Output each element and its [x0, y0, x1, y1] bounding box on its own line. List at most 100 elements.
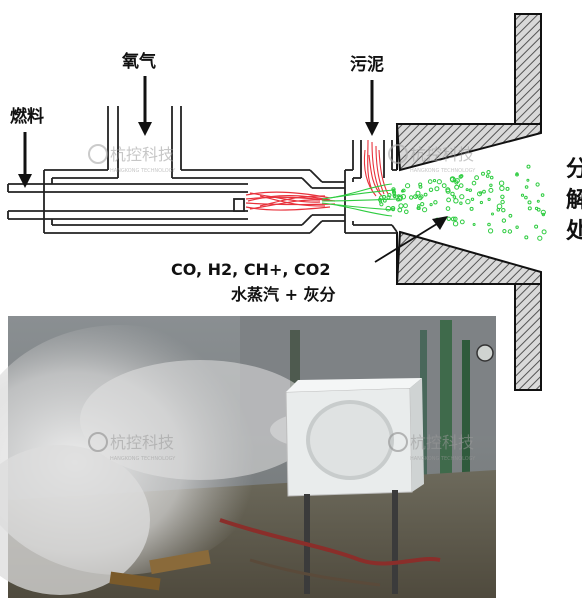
spray-droplet	[454, 180, 459, 185]
spray-droplet	[404, 209, 409, 215]
watermark-photo-right: 杭控科技 HANGKONG TECHNOLOGY	[388, 432, 476, 462]
spray-droplet	[390, 206, 396, 211]
spray-droplet	[458, 183, 464, 188]
spray-droplet	[450, 191, 455, 197]
spray-droplet	[465, 198, 471, 205]
spray-droplet	[500, 199, 505, 205]
sludge-label: 污泥	[350, 54, 384, 75]
spray-droplet	[453, 198, 459, 204]
spray-droplet	[501, 208, 506, 213]
spray-droplet	[420, 202, 425, 207]
spray-droplet	[458, 174, 463, 179]
spray-droplet	[465, 188, 469, 192]
burner-test-photo: 杭控科技 HANGKONG TECHNOLOGY 杭控科技 HANGKONG T…	[0, 316, 496, 598]
spray-droplet	[453, 216, 458, 222]
spray-droplet	[446, 216, 451, 222]
watermark-sub-2: HANGKONG TECHNOLOGY	[410, 168, 476, 174]
spray-droplet	[541, 229, 547, 235]
fuel-pipe	[7, 183, 248, 220]
spray-droplet	[487, 222, 491, 227]
cutoff-char-3: 处	[565, 218, 582, 244]
spray-droplet	[515, 225, 519, 229]
spray-droplet	[433, 200, 438, 205]
spray-droplet	[454, 184, 460, 190]
spray-droplet	[427, 179, 433, 184]
spray-droplet	[485, 174, 490, 178]
spray-droplet	[508, 213, 513, 218]
spray-droplet	[459, 201, 463, 205]
spray-droplet	[409, 195, 414, 200]
spray-droplet	[471, 180, 477, 186]
watermark-sub-3: HANGKONG TECHNOLOGY	[110, 456, 176, 462]
spray-droplet	[534, 206, 539, 211]
watermark-top-right: 杭控科技 HANGKONG TECHNOLOGY	[388, 144, 476, 174]
spray-droplet	[502, 229, 507, 234]
spray-lines	[321, 183, 399, 217]
spray-droplet	[526, 178, 530, 182]
spray-droplet	[505, 186, 510, 191]
spray-droplet	[537, 235, 543, 241]
spray-droplet	[540, 193, 545, 197]
watermark-photo-left: 杭控科技 HANGKONG TECHNOLOGY	[88, 432, 176, 462]
spray-droplet	[520, 193, 525, 197]
watermark-brand-3: 杭控科技	[110, 433, 174, 452]
fuel-label: 燃料	[10, 106, 44, 127]
spray-droplet	[489, 175, 494, 180]
spray-droplet	[515, 172, 519, 177]
spray-droplet	[450, 216, 456, 222]
spray-droplet	[527, 200, 532, 205]
spray-droplet	[415, 190, 421, 196]
spray-droplet	[488, 187, 494, 193]
spray-droplet	[434, 186, 440, 192]
spray-droplet	[452, 221, 459, 227]
spray-droplet	[385, 205, 392, 212]
spray-droplet	[479, 200, 483, 205]
spray-droplet	[524, 185, 529, 189]
spray-droplet	[429, 203, 433, 207]
watermark-brand: 杭控科技	[110, 145, 174, 164]
spray-droplet	[500, 194, 505, 200]
spray-droplet	[536, 199, 540, 203]
furnace-wall	[395, 13, 542, 391]
watermark-sub-4: HANGKONG TECHNOLOGY	[410, 456, 476, 462]
spray-droplet	[491, 212, 494, 216]
spray-droplet	[452, 195, 457, 199]
spray-droplet	[392, 188, 396, 193]
spray-droplet	[401, 188, 406, 193]
spray-droplet	[481, 171, 485, 176]
spray-droplet	[386, 195, 391, 200]
spray-droplet	[501, 218, 507, 223]
spray-droplet	[441, 183, 447, 189]
spray-droplet	[535, 182, 540, 187]
spray-droplet	[446, 197, 452, 203]
spray-droplet	[392, 191, 396, 196]
oxygen-jacket	[43, 106, 345, 234]
oxygen-arrow	[138, 76, 152, 136]
spray-droplet	[468, 188, 472, 192]
spray-droplet	[469, 206, 474, 211]
flame	[245, 191, 336, 211]
spray-droplet	[428, 187, 434, 193]
spray-droplet	[445, 188, 451, 194]
spray-droplet	[397, 207, 403, 213]
spray-droplet	[524, 195, 528, 200]
spray-droplet	[489, 183, 493, 188]
spray-droplet	[479, 191, 483, 195]
sludge-streams	[363, 139, 389, 197]
spray-droplet	[459, 219, 465, 225]
spray-droplets	[377, 164, 547, 241]
spray-droplet	[496, 203, 503, 210]
spray-droplet	[398, 203, 404, 209]
spray-droplet	[507, 229, 513, 234]
spray-droplet	[400, 194, 406, 200]
spray-droplet	[391, 207, 395, 212]
burner-schematic: 燃料 氧气 污泥 CO, H2, CH+, CO2 水蒸汽 + 灰分 分 解 处…	[7, 13, 582, 391]
spray-droplet	[498, 180, 505, 186]
cutoff-char-2: 解	[566, 187, 582, 213]
spray-droplet	[541, 212, 546, 217]
spray-droplet	[486, 170, 491, 175]
spray-droplet	[540, 209, 546, 215]
spray-droplet	[403, 203, 408, 209]
spray-droplet	[524, 235, 529, 240]
spray-droplet	[499, 185, 505, 192]
